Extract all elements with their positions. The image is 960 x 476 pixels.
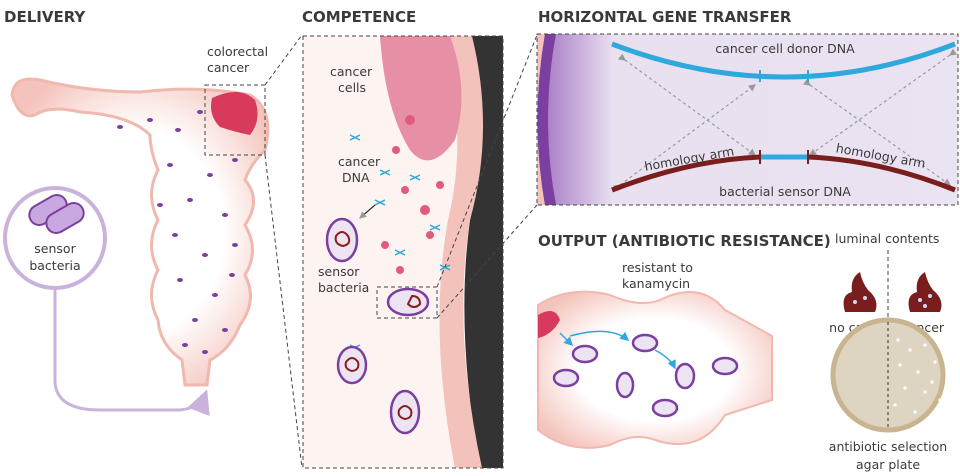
agar-plate bbox=[830, 317, 946, 433]
resistant-label: kanamycin bbox=[622, 276, 690, 291]
cells-label: cells bbox=[338, 80, 366, 95]
homology-arrows bbox=[613, 48, 957, 192]
sensor-bacterium bbox=[386, 287, 430, 317]
cancer-cell-fragments bbox=[381, 115, 444, 274]
capsule-icon bbox=[28, 194, 85, 234]
hgt-heading: HORIZONTAL GENE TRANSFER bbox=[538, 8, 792, 26]
hgt-frame bbox=[536, 33, 959, 206]
delivery-heading: DELIVERY bbox=[4, 8, 86, 26]
competence-frame bbox=[302, 35, 504, 469]
bacteria-label: sensor bbox=[34, 241, 76, 256]
bacteria-dots bbox=[117, 110, 238, 354]
cells-label: cancer bbox=[330, 64, 373, 79]
cancer-cells bbox=[380, 36, 462, 161]
tumor bbox=[211, 91, 258, 135]
bacteria-label: bacteria bbox=[29, 258, 80, 273]
plate-label: antibiotic selection bbox=[829, 439, 947, 454]
sensor-dna-right bbox=[807, 154, 956, 193]
bacteria-label: bacteria bbox=[318, 280, 369, 295]
tumor-label: colorectal bbox=[207, 44, 268, 59]
sensor-dna-left bbox=[611, 154, 761, 193]
donor-dna bbox=[611, 41, 956, 80]
hgt-panel: HORIZONTAL GENE TRANSFER cancer cell don… bbox=[536, 8, 959, 206]
donor-dna-label: cancer cell donor DNA bbox=[715, 41, 855, 56]
sensor-bacterium bbox=[336, 345, 368, 385]
zoom-box bbox=[376, 286, 438, 319]
delivery-panel: DELIVERY colorectal cancer sensor bacter… bbox=[3, 8, 303, 469]
zoom-lines bbox=[264, 34, 303, 469]
competence-panel: COMPETENCE cancer cells cancer DNA senso… bbox=[302, 8, 538, 469]
dna-label: DNA bbox=[342, 170, 370, 185]
sensor-bacterium bbox=[325, 217, 359, 263]
sensor-bacterium bbox=[389, 389, 421, 435]
zoom-lines bbox=[436, 34, 538, 319]
stool-cancer bbox=[908, 272, 942, 312]
delivery-arrow bbox=[53, 290, 210, 417]
colonies bbox=[893, 338, 942, 414]
luminal-label: luminal contents bbox=[835, 231, 939, 246]
sensor-dna-label: bacterial sensor DNA bbox=[719, 184, 851, 199]
bacteria-label: sensor bbox=[318, 264, 360, 279]
plate-label: agar plate bbox=[856, 457, 920, 472]
output-heading: OUTPUT (ANTIBIOTIC RESISTANCE) bbox=[538, 232, 831, 250]
colon bbox=[10, 77, 270, 387]
competence-heading: COMPETENCE bbox=[302, 8, 416, 26]
tumor-label: cancer bbox=[207, 60, 250, 75]
stool-no-cancer bbox=[843, 272, 877, 312]
tissue-wall bbox=[464, 36, 503, 468]
tumor bbox=[538, 311, 560, 338]
zoom-box bbox=[204, 84, 266, 156]
resistant-bacteria bbox=[552, 333, 739, 418]
resistant-label: resistant to bbox=[622, 260, 693, 275]
dna-label: cancer bbox=[338, 154, 381, 169]
output-panel: OUTPUT (ANTIBIOTIC RESISTANCE) resistant… bbox=[537, 231, 947, 472]
